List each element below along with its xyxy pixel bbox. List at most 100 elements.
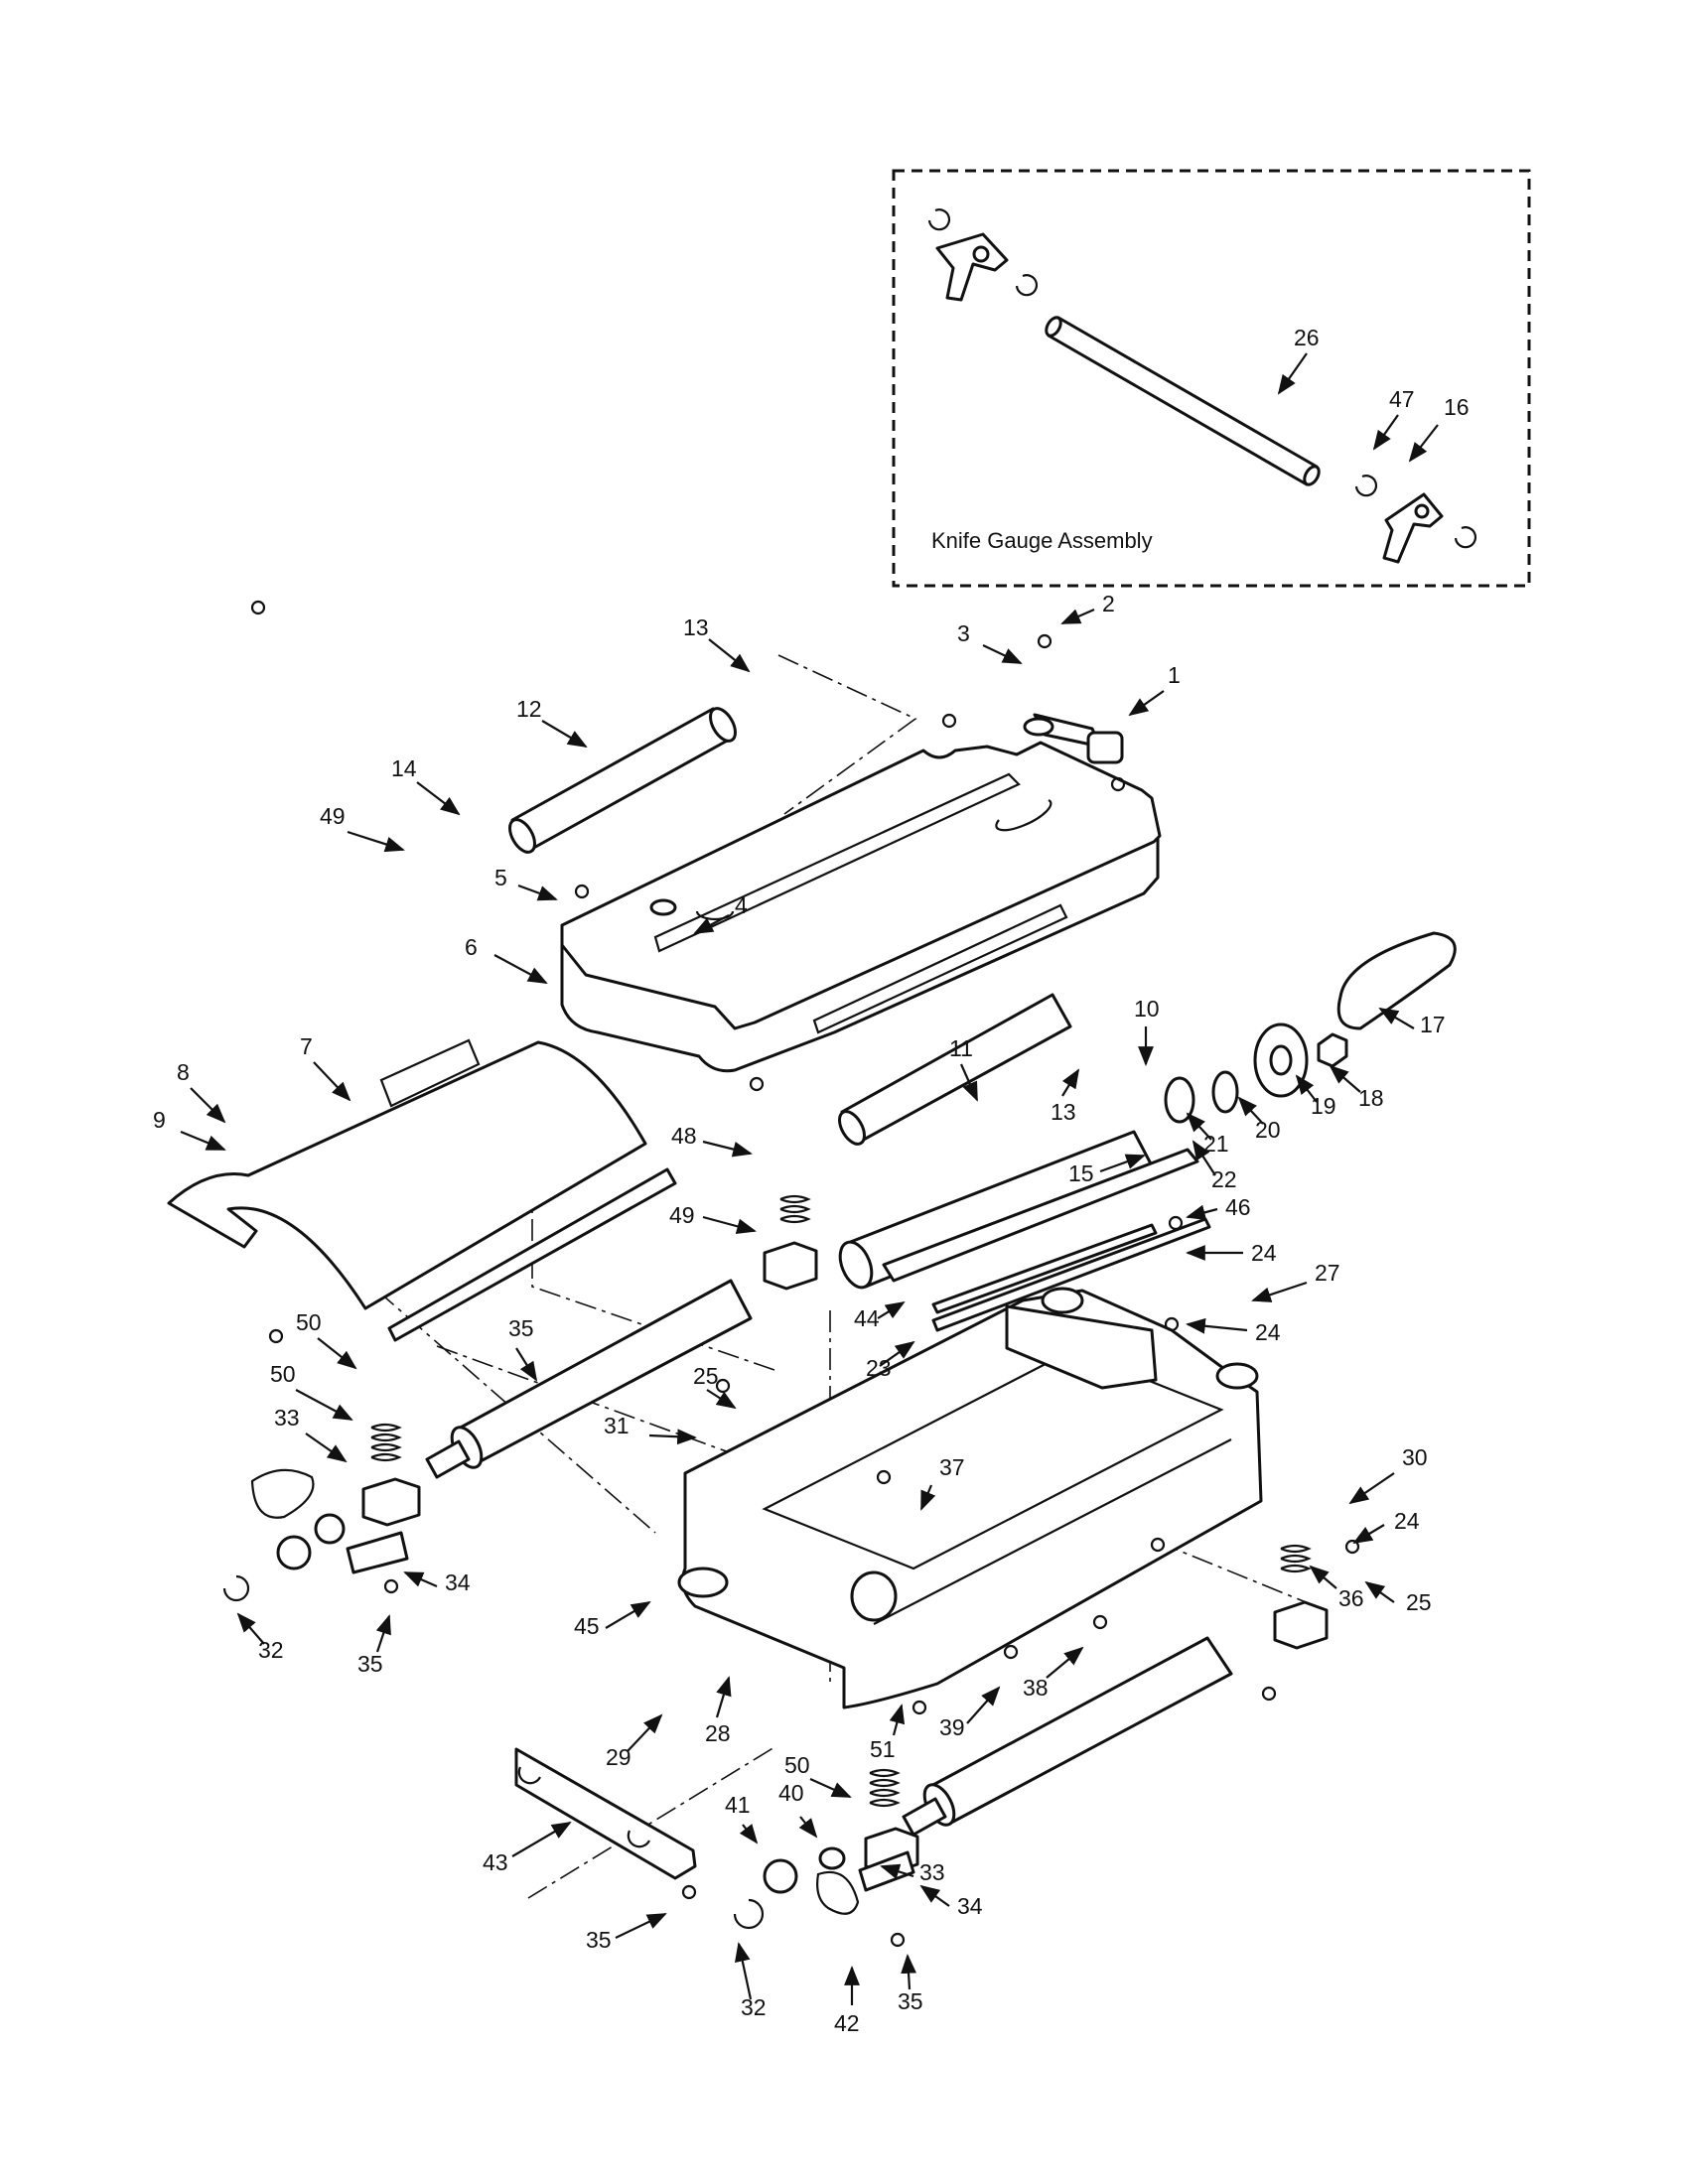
callout-arrow (627, 1713, 663, 1752)
callout-49: 49 (669, 1202, 757, 1235)
callout-41: 41 (725, 1792, 759, 1844)
inset-callout-26: 26 (1277, 325, 1320, 395)
callout-35: 35 (586, 1913, 667, 1953)
callout-22: 22 (1192, 1140, 1237, 1192)
callout-label: 50 (270, 1361, 296, 1387)
callout-3: 3 (957, 620, 1023, 664)
callout-arrow (1060, 608, 1095, 625)
callout-label: 28 (705, 1720, 731, 1746)
callout-arrow (1186, 1204, 1218, 1221)
callout-label: 36 (1338, 1585, 1364, 1611)
callout-21: 21 (1186, 1112, 1229, 1157)
callout-40: 40 (778, 1780, 818, 1839)
callout-label: 8 (177, 1059, 190, 1085)
springs (370, 1194, 1312, 1808)
callout-label: 2 (1102, 591, 1115, 616)
callout-label: 41 (725, 1792, 751, 1818)
callout-label: 27 (1315, 1260, 1340, 1286)
lower-feed-roller (838, 993, 1072, 1146)
callout-arrow (1186, 1112, 1212, 1141)
callout-23: 23 (866, 1340, 915, 1381)
callout-49: 49 (320, 803, 405, 853)
callout-label: 42 (834, 2010, 860, 2036)
callout-27: 27 (1251, 1260, 1340, 1302)
callout-37: 37 (919, 1454, 965, 1511)
upper-roller (508, 707, 737, 854)
callout-arrow (919, 1484, 936, 1511)
callout-20: 20 (1237, 1096, 1281, 1143)
svg-text:16: 16 (1444, 394, 1470, 420)
callout-31: 31 (604, 1413, 697, 1445)
callout-43: 43 (483, 1821, 572, 1875)
callout-arrow (901, 1954, 916, 1990)
inset-callout-47: 47 (1372, 386, 1415, 451)
callout-label: 19 (1311, 1093, 1336, 1119)
callout-arrow (493, 954, 548, 984)
callout-arrow (706, 1389, 737, 1410)
callout-35: 35 (898, 1954, 923, 2014)
callout-arrow (982, 644, 1023, 664)
callout-arrow (739, 1824, 759, 1844)
gauge-rod (1045, 316, 1321, 486)
callout-arrow (317, 1337, 357, 1370)
svg-text:26: 26 (1294, 325, 1320, 350)
callout-arrow (1364, 1580, 1395, 1603)
callout-arrow (416, 781, 461, 816)
callout-arrow (305, 1433, 348, 1463)
height-adjust-handle (1023, 713, 1124, 764)
callout-label: 24 (1255, 1319, 1281, 1345)
callout-arrow (180, 1130, 226, 1152)
callout-label: 6 (465, 934, 478, 960)
callout-label: 35 (898, 1988, 923, 2014)
callout-arrow (734, 1942, 753, 2000)
callout-label: 35 (357, 1651, 383, 1677)
callout-13: 13 (683, 614, 751, 673)
callout-label: 22 (1211, 1166, 1237, 1192)
callout-label: 7 (300, 1033, 313, 1059)
callout-42: 42 (834, 1966, 860, 2036)
callout-50: 50 (296, 1309, 357, 1370)
callout-label: 46 (1225, 1194, 1251, 1220)
callout-36: 36 (1309, 1565, 1364, 1611)
knife-gauge-assembly-inset: Knife Gauge Assembly 26 47 (892, 169, 1531, 588)
callout-label: 25 (693, 1363, 719, 1389)
callout-arrow (1192, 1140, 1216, 1176)
infeed-roller (425, 1279, 753, 1479)
inset-title: Knife Gauge Assembly (931, 528, 1153, 553)
callout-label: 10 (1134, 996, 1160, 1022)
callout-arrow (605, 1600, 651, 1629)
callout-25: 25 (693, 1363, 737, 1410)
callout-38: 38 (1023, 1646, 1084, 1701)
callout-label: 1 (1168, 662, 1181, 688)
callout-arrow (1186, 1317, 1248, 1334)
pulley-stack (1164, 931, 1457, 1124)
top-cover-plate (560, 741, 1162, 1073)
callout-label: 25 (1406, 1589, 1432, 1615)
callout-arrow (1295, 1074, 1318, 1103)
callout-label: 11 (949, 1035, 973, 1061)
callout-arrow (1237, 1096, 1264, 1125)
callout-25: 25 (1364, 1580, 1432, 1615)
callout-4: 4 (693, 892, 748, 934)
callout-29: 29 (606, 1713, 663, 1770)
callout-label: 3 (957, 620, 970, 646)
callout-label: 13 (683, 614, 709, 640)
callout-19: 19 (1295, 1074, 1336, 1119)
callout-label: 12 (516, 696, 542, 722)
callout-arrow (880, 1863, 914, 1879)
callout-24: 24 (1352, 1508, 1420, 1545)
callout-label: 49 (320, 803, 346, 829)
callout-18: 18 (1329, 1064, 1384, 1111)
gauge-foot-right (1382, 492, 1444, 564)
callout-label: 4 (735, 892, 748, 918)
callout-11: 11 (949, 1035, 979, 1102)
callout-label: 38 (1023, 1675, 1049, 1701)
callout-label: 43 (483, 1849, 508, 1875)
callout-label: 35 (586, 1927, 612, 1953)
callout-48: 48 (671, 1123, 753, 1158)
callout-arrow (966, 1686, 1001, 1724)
callout-label: 33 (919, 1859, 945, 1885)
callout-arrow (347, 830, 405, 853)
callout-6: 6 (465, 934, 548, 984)
callout-34: 34 (403, 1570, 471, 1595)
